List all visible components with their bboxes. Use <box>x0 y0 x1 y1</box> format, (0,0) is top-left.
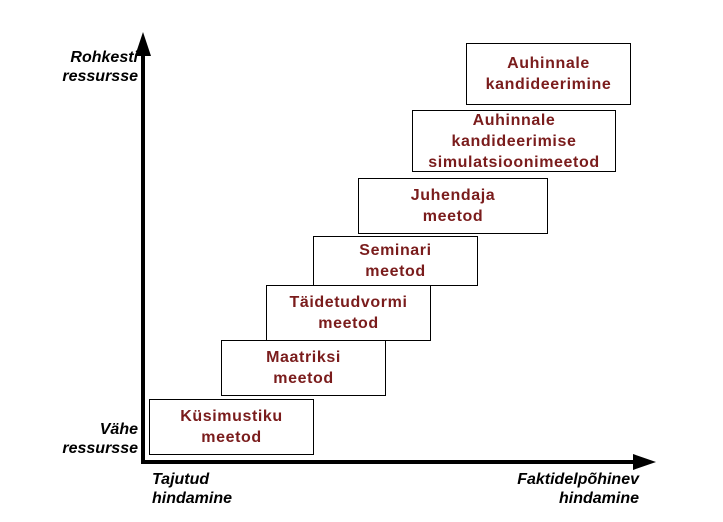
step-box-line: Auhinnale <box>472 111 556 129</box>
x-axis-left-label-line-1: Tajutud <box>152 471 210 488</box>
step-box-line: Küsimustiku <box>180 408 283 425</box>
step-box-line: Juhendaja <box>410 187 496 204</box>
step-box-seminari: Seminari meetod <box>313 236 478 286</box>
x-axis-arrowhead <box>633 454 656 470</box>
x-axis-left-label: Tajutud hindamine <box>152 470 232 508</box>
step-box-line: simulatsioonimeetod <box>428 153 600 171</box>
x-axis-right-label-line-1: Faktidelpõhinev <box>517 471 639 488</box>
step-box-juhendaja: Juhendaja meetod <box>358 178 548 234</box>
step-box-line: meetod <box>422 208 484 225</box>
step-box-line: Auhinnale <box>507 55 590 72</box>
step-box-auhinnale-simulatsioon: Auhinnale kandideerimise simulatsioonime… <box>412 110 616 172</box>
y-axis-top-label-line-2: ressursse <box>62 68 138 85</box>
step-box-line: Seminari <box>359 242 432 259</box>
y-axis-bottom-label: Vähe ressursse <box>62 420 138 458</box>
step-box-line: meetod <box>365 263 426 280</box>
step-box-line: kandideerimise <box>451 132 577 150</box>
step-box-line: kandideerimine <box>485 76 612 93</box>
y-axis-bottom-label-line-1: Vähe <box>99 421 138 438</box>
x-axis-right-label-line-2: hindamine <box>558 490 639 507</box>
y-axis-bottom-label-line-2: ressursse <box>62 440 138 457</box>
step-box-kusimustiku: Küsimustiku meetod <box>149 399 314 455</box>
step-box-maatriksi: Maatriksi meetod <box>221 340 386 396</box>
step-box-line: meetod <box>201 429 262 446</box>
step-box-line: Maatriksi <box>266 349 341 366</box>
step-box-line: meetod <box>273 370 334 387</box>
y-axis-top-label: Rohkesti ressursse <box>62 48 138 86</box>
y-axis-arrowhead <box>135 32 151 56</box>
x-axis-right-label: Faktidelpõhinev hindamine <box>517 470 639 508</box>
step-box-taidetudvormi: Täidetudvormi meetod <box>266 285 431 341</box>
y-axis-top-label-line-1: Rohkesti <box>70 49 138 66</box>
step-box-auhinnale-kandideerimine: Auhinnale kandideerimine <box>466 43 631 105</box>
x-axis-left-label-line-2: hindamine <box>152 490 233 507</box>
step-box-line: Täidetudvormi <box>289 294 408 311</box>
step-box-line: meetod <box>318 315 379 332</box>
